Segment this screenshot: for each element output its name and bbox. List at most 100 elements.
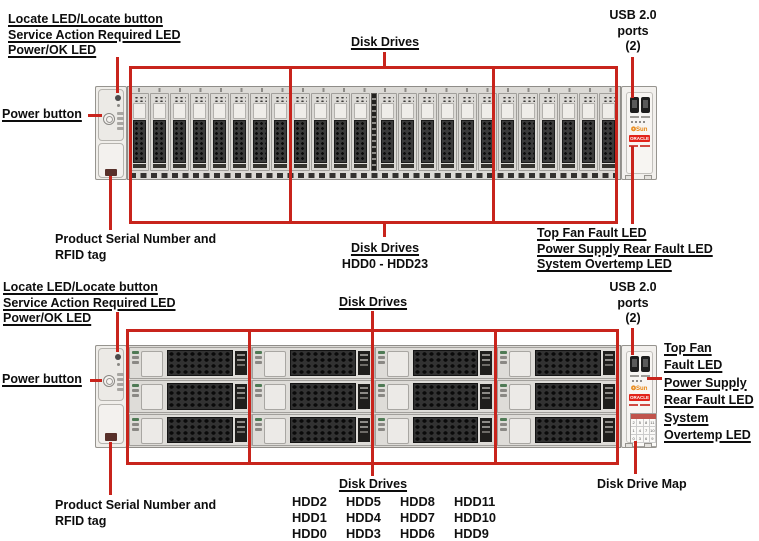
fig1-label-disk-drives-top: Disk Drives: [350, 35, 420, 49]
hdd-cell: HDD10: [454, 510, 496, 526]
drive-label: [501, 164, 515, 168]
drive-vent-mesh: [401, 120, 415, 163]
drive-led-dots-icon: [521, 95, 535, 102]
drive-label: [441, 164, 455, 168]
drive-label: [253, 164, 267, 168]
fig2-bracket-v2: [248, 329, 251, 465]
drive-vent-mesh: [289, 416, 356, 443]
drive-led-dots-icon: [233, 95, 247, 102]
drive-latch: [441, 103, 455, 119]
disk-drive-2-5in: [150, 93, 170, 171]
fig2-led-callout-line: [116, 312, 119, 352]
drive-label: [480, 417, 493, 442]
disk-drive-2-5in: [250, 93, 270, 171]
drive-label: [153, 164, 167, 168]
drive-label: [521, 164, 535, 168]
drive-latch: [509, 351, 532, 377]
disk-drive-3-5in: [497, 413, 619, 446]
drive-vent-mesh: [333, 120, 347, 163]
drive-latch: [233, 103, 247, 119]
fig1-label-serial-rfid: Product Serial Number and RFID tag: [55, 232, 217, 262]
disk-drive-3-5in: [374, 347, 497, 380]
drive-label: [380, 164, 395, 168]
disk-drive-2-5in: [438, 93, 458, 171]
drive-vent-mesh: [501, 120, 515, 163]
drive-vent-mesh: [253, 120, 267, 163]
drive-led-dots-icon: [461, 95, 475, 102]
fig2-drive-bay: [127, 345, 621, 448]
disk-drive-3-5in: [251, 347, 374, 380]
fig1-bracket-top-tick: [383, 52, 386, 68]
drive-latch: [293, 103, 307, 119]
usb-port-icon: [630, 356, 639, 372]
drive-label: [353, 164, 367, 168]
hdd-cell: HDD2: [292, 494, 327, 509]
disk-drive-2-5in: [418, 93, 438, 171]
drive-latch: [141, 384, 163, 411]
drive-label: [234, 384, 247, 409]
drive-vent-mesh: [521, 120, 535, 163]
hdd-cell: HDD0: [292, 526, 327, 541]
drive-latch: [509, 417, 532, 444]
power-button-icon: [103, 113, 115, 125]
sun-logo: ❂Sun: [631, 386, 648, 392]
drive-latch: [153, 103, 167, 119]
drive-led-dots-icon: [401, 95, 415, 102]
fig2-label-power-button: Power button: [2, 372, 82, 386]
drive-latch: [386, 384, 409, 411]
hdd-numbering-table: HDD2 HDD5 HDD8 HDD11 HDD1 HDD4 HDD7 HDD1…: [292, 494, 514, 541]
drive-label: [603, 384, 615, 409]
fig1-vent-strip: [130, 173, 618, 178]
drive-latch: [141, 351, 163, 377]
hdd-cell: HDD3: [346, 526, 381, 541]
drive-vent-mesh: [535, 350, 601, 377]
drive-led-icons: [377, 384, 385, 398]
disk-drive-3-5in: [129, 380, 251, 413]
drive-led-dots-icon: [421, 95, 435, 102]
drive-latch: [133, 103, 147, 119]
fig1-bracket-bottom: [129, 221, 618, 224]
drive-latch: [581, 103, 595, 119]
drive-vent-mesh: [233, 120, 247, 163]
drive-latch: [541, 103, 555, 119]
drive-vent-mesh: [193, 120, 207, 163]
drive-label: [480, 351, 493, 376]
drive-label: [193, 164, 207, 168]
disk-drive-3-5in: [497, 380, 619, 413]
drive-latch: [386, 417, 409, 444]
disk-drive-2-5in: [558, 93, 578, 171]
drive-label: [234, 351, 247, 376]
fig2-label-disk-drive-map: Disk Drive Map: [597, 477, 687, 491]
drive-led-icons: [377, 417, 385, 431]
service-action-required-led-icon: [117, 104, 120, 107]
drive-vent-mesh: [412, 350, 479, 377]
drive-led-icons: [254, 417, 262, 431]
fig2-bracket-v3: [371, 329, 374, 465]
disk-drive-map-header: [631, 414, 656, 419]
drive-latch: [380, 103, 395, 119]
locate-led-button-icon: [115, 354, 121, 360]
fig2-power-callout-line: [90, 379, 102, 382]
rear-fault-led-row-icon: [631, 121, 645, 123]
drive-latch: [501, 103, 515, 119]
fig2-label-usb-ports: USB 2.0 ports (2): [609, 280, 657, 326]
drive-led-icons: [500, 351, 508, 364]
drive-led-dots-icon: [353, 95, 367, 102]
drive-label: [601, 164, 615, 168]
fig2-bracket-v1: [126, 329, 129, 465]
drive-led-dots-icon: [380, 95, 395, 102]
usb-port-icon: [641, 97, 650, 113]
oracle-logo: ORACLE: [629, 394, 650, 401]
drive-latch: [333, 103, 347, 119]
fig2-label-rear-fault-leds: Top Fan Fault LED Power Supply Rear Faul…: [664, 341, 754, 443]
drive-led-icons: [132, 351, 139, 364]
drive-label: [313, 164, 327, 168]
drive-led-dots-icon: [441, 95, 455, 102]
fig1-chassis: ❂Sun ORACLE: [95, 86, 657, 180]
drive-latch: [273, 103, 287, 119]
drive-latch: [461, 103, 475, 119]
drive-led-dots-icon: [273, 95, 287, 102]
drive-label: [603, 351, 615, 376]
